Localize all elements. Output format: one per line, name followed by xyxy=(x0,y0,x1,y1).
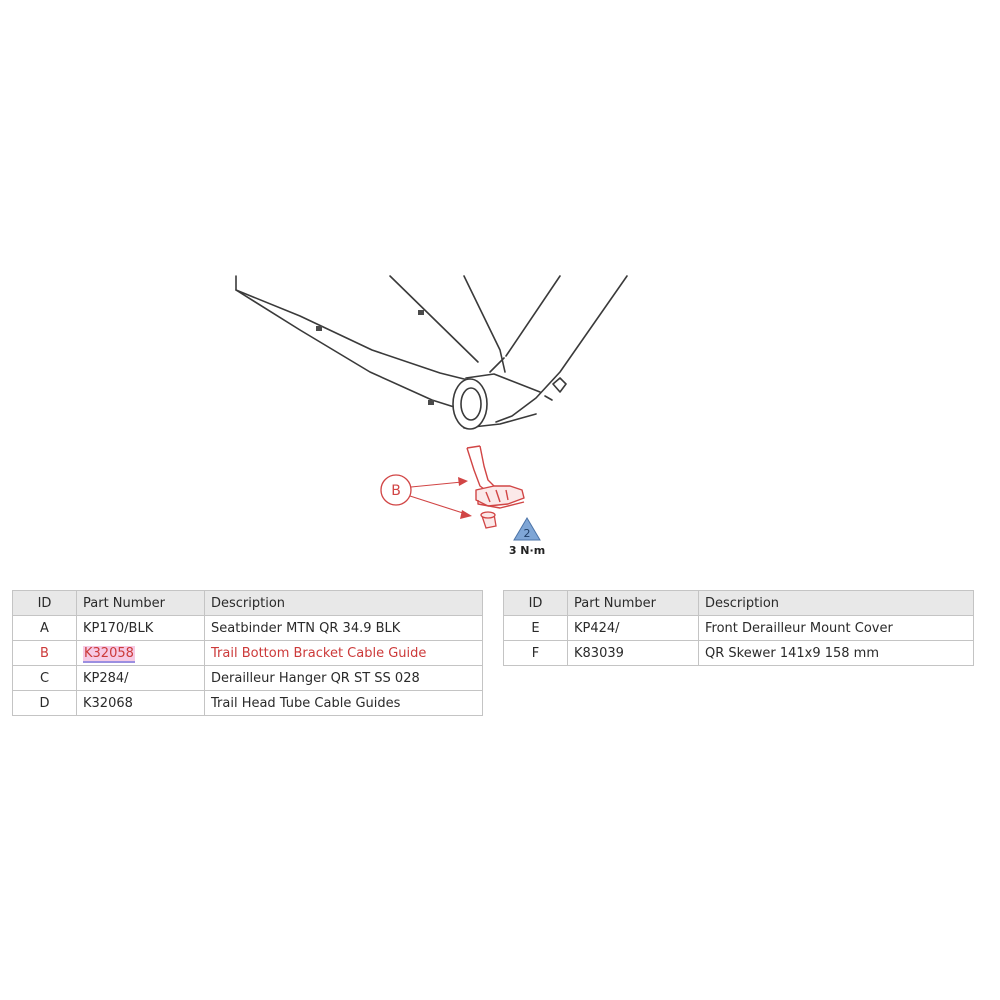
cable-guide-part xyxy=(466,445,525,509)
cell-description: Seatbinder MTN QR 34.9 BLK xyxy=(204,615,483,641)
torque-value: 3 N·m xyxy=(509,544,545,557)
table-row-highlighted: B K32058 Trail Bottom Bracket Cable Guid… xyxy=(12,640,483,666)
table-row: A KP170/BLK Seatbinder MTN QR 34.9 BLK xyxy=(12,615,483,641)
table-header-row: ID Part Number Description xyxy=(12,590,483,616)
header-description: Description xyxy=(698,590,974,616)
bike-frame-drawing xyxy=(235,275,628,430)
cell-id: E xyxy=(503,615,568,641)
cell-id: F xyxy=(503,640,568,666)
part-number-highlight: K32058 xyxy=(83,645,135,663)
cell-id: B xyxy=(12,640,77,666)
cell-id: D xyxy=(12,690,77,716)
table-header-row: ID Part Number Description xyxy=(503,590,974,616)
header-part-number: Part Number xyxy=(567,590,699,616)
cell-part-number: K32058 xyxy=(76,640,205,666)
cell-description: Trail Bottom Bracket Cable Guide xyxy=(204,640,483,666)
cell-id: C xyxy=(12,665,77,691)
parts-table-right: ID Part Number Description E KP424/ Fron… xyxy=(503,590,974,666)
cell-part-number: K32068 xyxy=(76,690,205,716)
parts-table-left: ID Part Number Description A KP170/BLK S… xyxy=(12,590,483,716)
cell-description: Derailleur Hanger QR ST SS 028 xyxy=(204,665,483,691)
cell-description: Front Derailleur Mount Cover xyxy=(698,615,974,641)
frame-bosses xyxy=(316,310,434,405)
cell-description: QR Skewer 141x9 158 mm xyxy=(698,640,974,666)
callout-b: B xyxy=(380,474,472,519)
callout-b-label: B xyxy=(391,483,401,499)
torque-triangle-icon xyxy=(513,517,541,541)
table-row: F K83039 QR Skewer 141x9 158 mm xyxy=(503,640,974,666)
cell-description: Trail Head Tube Cable Guides xyxy=(204,690,483,716)
table-row: D K32068 Trail Head Tube Cable Guides xyxy=(12,690,483,716)
frame-diagram: B 2 3 N·m xyxy=(235,275,628,557)
torque-step-label: 2 xyxy=(524,527,531,540)
header-part-number: Part Number xyxy=(76,590,205,616)
table-row: C KP284/ Derailleur Hanger QR ST SS 028 xyxy=(12,665,483,691)
torque-indicator: 2 3 N·m xyxy=(509,517,545,557)
cell-part-number: KP284/ xyxy=(76,665,205,691)
header-id: ID xyxy=(503,590,568,616)
cell-part-number: K83039 xyxy=(567,640,699,666)
cell-id: A xyxy=(12,615,77,641)
cell-part-number: KP424/ xyxy=(567,615,699,641)
screw-part xyxy=(480,511,497,529)
cell-part-number: KP170/BLK xyxy=(76,615,205,641)
header-description: Description xyxy=(204,590,483,616)
table-row: E KP424/ Front Derailleur Mount Cover xyxy=(503,615,974,641)
header-id: ID xyxy=(12,590,77,616)
